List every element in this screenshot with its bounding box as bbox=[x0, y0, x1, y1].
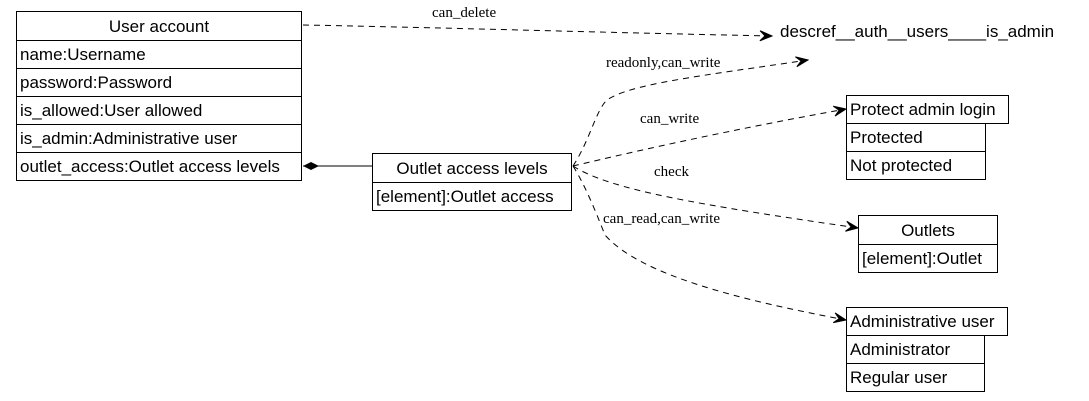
node-title: Outlet access levels bbox=[396, 158, 548, 178]
node-outlets: Outlets [element]:Outlet bbox=[858, 215, 998, 273]
node-field: name:Username bbox=[17, 40, 301, 68]
edge-can-write bbox=[572, 109, 846, 167]
node-option: Protected bbox=[846, 124, 986, 152]
node-outlet-access-levels: Outlet access levels [element]:Outlet ac… bbox=[372, 153, 572, 211]
edge-can-delete bbox=[302, 24, 772, 36]
node-title: Administrative user bbox=[846, 307, 1008, 336]
edge-label-can-read-can-write: can_read,can_write bbox=[603, 211, 721, 227]
node-title: Protect admin login bbox=[846, 95, 1009, 124]
node-user-account: User account name:Username password:Pass… bbox=[16, 11, 302, 181]
node-field: is_allowed:User allowed bbox=[17, 96, 301, 124]
node-title: User account bbox=[108, 16, 210, 36]
node-field: outlet_access:Outlet access levels bbox=[17, 152, 301, 180]
node-field: password:Password bbox=[17, 68, 301, 96]
node-option: Not protected bbox=[846, 152, 986, 180]
node-option: Administrator bbox=[846, 336, 985, 364]
node-descref-target: descref__auth__users____is_admin bbox=[780, 22, 1055, 41]
edge-label-can-delete: can_delete bbox=[432, 5, 497, 21]
edge-can-read-can-write bbox=[572, 165, 846, 320]
node-field: [element]:Outlet access bbox=[373, 182, 571, 210]
node-administrative-user: Administrative user Administrator Regula… bbox=[846, 307, 1008, 392]
node-field: [element]:Outlet bbox=[859, 244, 997, 272]
edge-label-can-write: can_write bbox=[640, 111, 700, 127]
edge-label-readonly-can-write: readonly,can_write bbox=[606, 55, 721, 71]
node-field: is_admin:Administrative user bbox=[17, 124, 301, 152]
node-title: Outlets bbox=[901, 220, 955, 240]
edge-label-check: check bbox=[654, 164, 689, 180]
node-protect-admin-login: Protect admin login Protected Not protec… bbox=[846, 95, 1009, 180]
node-option: Regular user bbox=[846, 364, 985, 392]
